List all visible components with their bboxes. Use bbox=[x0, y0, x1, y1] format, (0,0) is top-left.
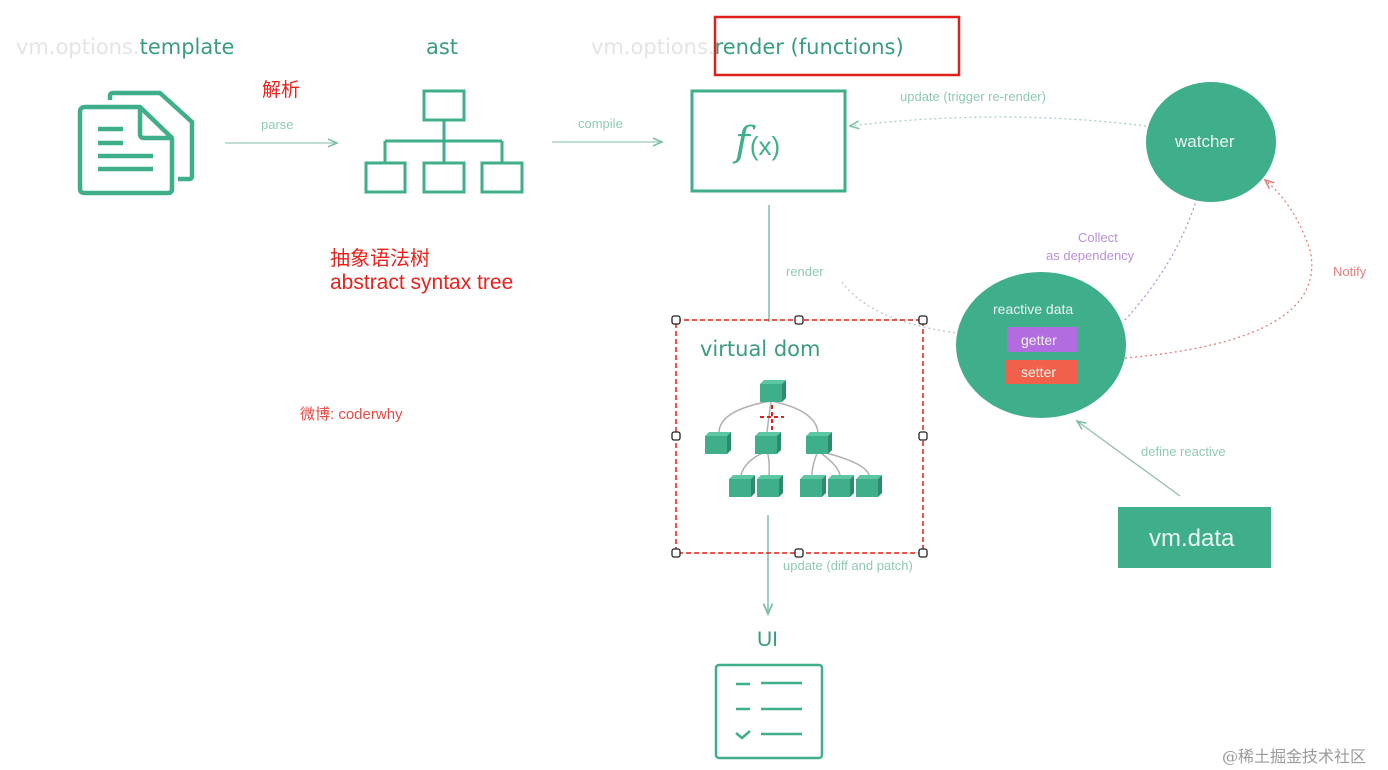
vdom-node-cube bbox=[806, 432, 832, 454]
vdom-node-cube bbox=[729, 475, 755, 497]
template-title: vm.options.template bbox=[16, 35, 235, 59]
setter-box bbox=[1006, 360, 1078, 384]
as-dependency-label: as dependency bbox=[1046, 248, 1135, 263]
render-title-highlight bbox=[713, 15, 961, 77]
weibo-annotation: 微博: coderwhy bbox=[300, 406, 403, 423]
render-title: vm.options.render (functions) bbox=[591, 35, 904, 59]
notify-label: Notify bbox=[1333, 264, 1367, 279]
parse-cn-label: 解析 bbox=[262, 80, 301, 101]
ast-en-annotation: abstract syntax tree bbox=[330, 271, 514, 294]
ast-tree-icon bbox=[364, 89, 524, 194]
render-dependency-arrow bbox=[841, 281, 1006, 341]
vdom-node-cube bbox=[757, 475, 783, 497]
collect-label: Collect bbox=[1078, 230, 1118, 245]
update-trigger-arrow bbox=[850, 116, 1147, 126]
parse-label: parse bbox=[261, 117, 294, 132]
ui-label: UI bbox=[757, 628, 778, 651]
update-diff-label: update (diff and patch) bbox=[783, 558, 913, 573]
notify-arrow bbox=[1124, 180, 1313, 359]
render-function-box bbox=[690, 89, 847, 193]
vdom-node-cube bbox=[755, 432, 781, 454]
virtual-dom-tree-icon bbox=[705, 380, 882, 497]
compile-label: compile bbox=[578, 116, 623, 131]
collect-dependency-arrow bbox=[1124, 188, 1200, 321]
reactive-data-label: reactive data bbox=[993, 301, 1074, 317]
function-symbol-icon: f(x) bbox=[735, 119, 781, 165]
watermark: @稀土掘金技术社区 bbox=[1222, 747, 1367, 766]
template-document-icon bbox=[77, 90, 195, 196]
getter-label: getter bbox=[1021, 332, 1057, 348]
getter-box bbox=[1007, 327, 1077, 352]
setter-label: setter bbox=[1021, 364, 1057, 380]
selection-handles bbox=[671, 315, 928, 558]
render-label: render bbox=[786, 264, 824, 279]
define-reactive-arrow bbox=[1077, 421, 1181, 497]
vdom-node-cube bbox=[800, 475, 826, 497]
ast-cn-annotation: 抽象语法树 bbox=[330, 248, 430, 270]
vm-data-label: vm.data bbox=[1149, 525, 1235, 552]
ast-title: ast bbox=[426, 35, 459, 59]
vdom-node-cube bbox=[856, 475, 882, 497]
watcher-node bbox=[1146, 82, 1276, 202]
vm-data-box bbox=[1118, 507, 1271, 568]
vdom-node-cube bbox=[705, 432, 731, 454]
vdom-node-cube bbox=[760, 380, 786, 402]
define-reactive-label: define reactive bbox=[1141, 444, 1226, 459]
vdom-node-cube bbox=[828, 475, 854, 497]
virtual-dom-label: virtual dom bbox=[700, 337, 821, 361]
ui-checklist-icon bbox=[714, 663, 824, 760]
update-trigger-label: update (trigger re-render) bbox=[900, 89, 1046, 104]
watcher-label: watcher bbox=[1175, 132, 1235, 151]
